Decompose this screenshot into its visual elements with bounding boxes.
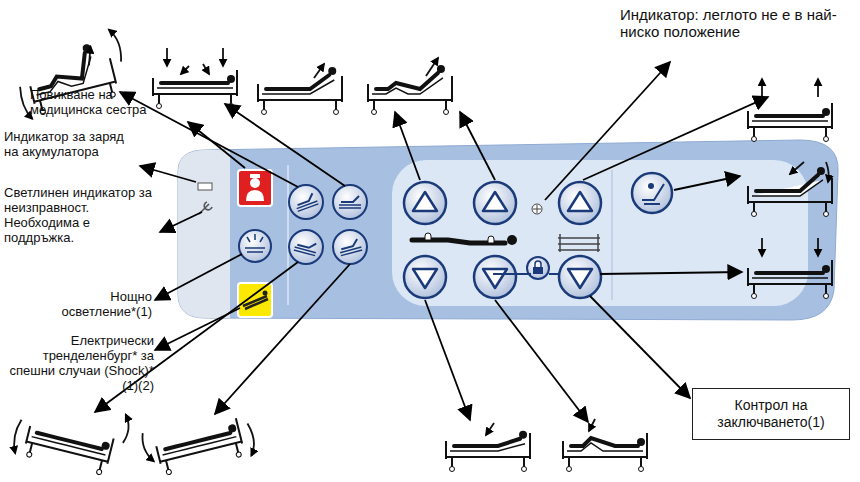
callout-label: Повикване на медицинска сестра	[30, 88, 186, 118]
callout-label: Електрически тренделенбург* за спешни сл…	[8, 334, 154, 394]
callout-label: Нощно осветление*(1)	[40, 290, 152, 320]
leader-arrow	[460, 112, 495, 180]
leader-arrow	[674, 176, 740, 190]
leader-arrow	[590, 296, 690, 398]
leader-arrow	[395, 112, 420, 180]
box-text: Контрол на заключването(1)	[699, 397, 843, 431]
leader-arrow	[188, 122, 245, 168]
leader-arrow	[215, 264, 350, 414]
callout-label: Индикатор за заряд на акумулатора	[4, 130, 138, 160]
callout-label: Светлинен индикатор за неизправност. Нео…	[4, 186, 158, 246]
callout-box: Контрол на заключването(1)	[692, 388, 850, 440]
leader-arrow	[160, 212, 202, 232]
callout-label: Индикатор: леглото не е в най-ниско поло…	[620, 6, 856, 41]
leader-arrows	[95, 62, 768, 422]
leader-arrow	[600, 272, 742, 274]
leader-arrow	[545, 62, 670, 200]
leader-arrow	[225, 104, 345, 186]
panel-buttons	[198, 170, 672, 317]
leader-arrow	[140, 166, 196, 182]
leader-arrow	[425, 300, 470, 420]
leader-arrow	[120, 92, 298, 187]
control-panel	[178, 140, 838, 320]
leader-arrow	[495, 300, 588, 422]
leader-arrow	[155, 254, 242, 300]
leader-arrow	[583, 97, 768, 180]
